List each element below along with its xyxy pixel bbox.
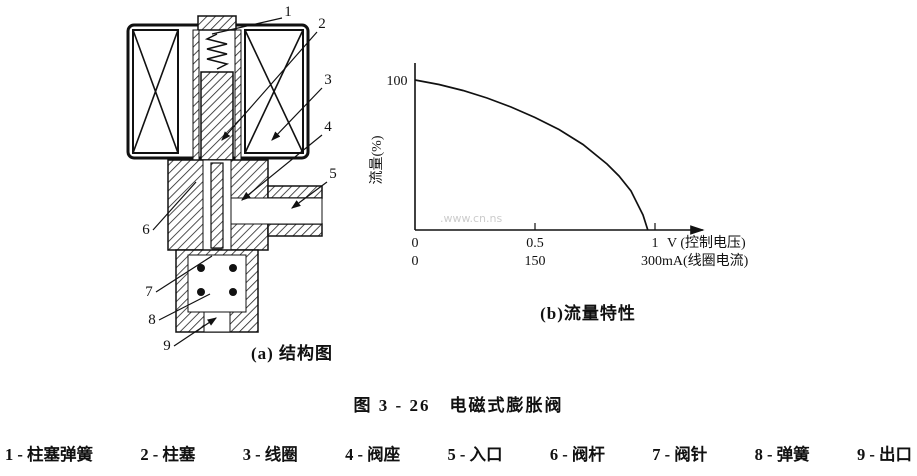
- watermark: .www.cn.ns: [440, 212, 503, 225]
- seat-chamber: [187, 254, 247, 313]
- port-hole: [197, 288, 205, 296]
- legend-item: 6 - 阀杆: [549, 445, 605, 464]
- valve-stem: [210, 162, 224, 249]
- part-label-2: 2: [318, 16, 326, 32]
- tube-wall-right: [234, 29, 242, 176]
- x-tick-ma150: 150: [525, 254, 546, 269]
- coil-right-section: [244, 29, 304, 154]
- lower-body: [175, 249, 259, 333]
- part-label-4: 4: [324, 119, 332, 135]
- figure-caption: 图 3 - 26 电磁式膨胀阀: [353, 396, 564, 415]
- parts-legend: 1 - 柱塞弹簧 2 - 柱塞 3 - 线圈 4 - 阀座 5 - 入口 6 - 阀杆 7 …: [5, 441, 912, 465]
- part-label-3: 3: [324, 72, 332, 88]
- leader-lines: [152, 17, 328, 347]
- flow-chart: 100 流量(%) 0 0.5 1 V (控制电压) 0 150 300mA(线…: [365, 35, 795, 285]
- legend-item: 4 - 阀座: [345, 445, 401, 464]
- x-tick-v0: 0: [412, 236, 419, 251]
- flow-curve: [414, 79, 649, 231]
- port-hole: [229, 264, 237, 272]
- x-axis-label-voltage: V (控制电压): [667, 235, 746, 251]
- port-hole: [197, 264, 205, 272]
- inlet-bore: [230, 197, 323, 225]
- legend-item: 7 - 阀针: [652, 445, 708, 464]
- x-tick-v05: 0.5: [526, 236, 544, 251]
- port-hole: [229, 288, 237, 296]
- legend-item: 3 - 线圈: [242, 445, 298, 464]
- part-label-6: 6: [142, 222, 150, 238]
- chart-caption: (b)流量特性: [540, 304, 636, 323]
- inlet-pipe-wall-bottom: [267, 223, 323, 237]
- plunger: [200, 71, 234, 161]
- tube-wall-left: [192, 29, 200, 176]
- structure-caption: (a) 结构图: [250, 344, 334, 363]
- valve-structure-diagram: 1 2 3 4 5 6 7 8 9: [70, 0, 390, 375]
- x-tick-v1: 1: [652, 236, 659, 251]
- legend-item: 8 - 弹簧: [754, 445, 810, 464]
- flow-chart-svg: 100 流量(%) 0 0.5 1 V (控制电压) 0 150 300mA(线…: [369, 63, 749, 269]
- legend-item: 2 - 柱塞: [140, 445, 196, 464]
- plunger-spring: [204, 33, 230, 70]
- part-labels: 1 2 3 4 5 6 7 8 9: [142, 4, 337, 354]
- y-axis-label: 流量(%): [369, 135, 385, 184]
- y-tick-100: 100: [387, 74, 408, 89]
- part-label-7: 7: [145, 284, 153, 300]
- part-label-8: 8: [148, 312, 156, 328]
- legend-item: 5 - 入口: [447, 445, 503, 464]
- outlet-bore: [203, 311, 231, 333]
- valve-structure-svg: 1 2 3 4 5 6 7 8 9: [126, 4, 337, 354]
- legend-item: 1 - 柱塞弹簧: [5, 445, 93, 464]
- legend-item: 9 - 出口: [857, 445, 912, 464]
- coil-left-section: [132, 29, 179, 154]
- x-axis-label-current: 300mA(线圈电流): [641, 253, 749, 269]
- part-label-9: 9: [163, 338, 171, 354]
- part-label-5: 5: [329, 166, 337, 182]
- top-cap: [197, 15, 237, 31]
- coil-housing: [126, 23, 310, 160]
- x-tick-ma0: 0: [412, 254, 419, 269]
- valve-body: [167, 159, 323, 262]
- part-label-1: 1: [284, 4, 292, 20]
